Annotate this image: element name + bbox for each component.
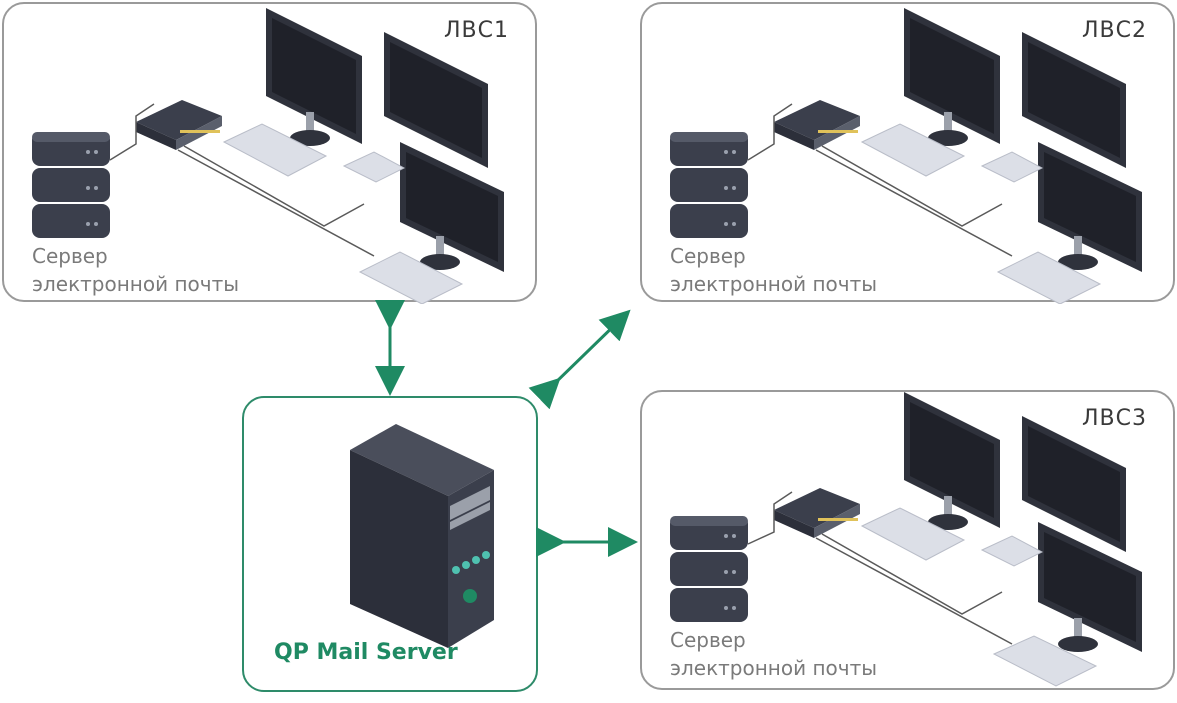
keyboard-icon <box>222 123 328 177</box>
double-arrow-icon <box>528 309 631 410</box>
qp-mail-server-label: QP Mail Server <box>274 640 458 665</box>
lan-3-caption: Сервер электронной почты <box>670 626 877 682</box>
monitor-icon <box>904 392 1000 530</box>
lan-2-caption-line2: электронной почты <box>670 272 878 296</box>
keyboard-icon <box>980 151 1044 183</box>
network-switch-icon <box>136 100 222 150</box>
lan-1-caption-line1: Сервер <box>32 244 108 268</box>
network-switch-icon <box>774 488 860 538</box>
lan-3-equipment <box>670 392 1142 687</box>
keyboard-icon <box>860 507 966 561</box>
server-rack-icon <box>32 132 110 238</box>
lan-2-caption-line1: Сервер <box>670 244 746 268</box>
monitor-icon <box>904 8 1000 146</box>
lan-1-caption: Сервер электронной почты <box>32 242 239 298</box>
server-rack-icon <box>670 516 748 622</box>
tower-server-icon <box>350 424 494 648</box>
lan-1-equipment <box>32 8 504 304</box>
monitor-icon <box>266 8 362 146</box>
monitor-icon <box>1022 32 1126 168</box>
qp-mail-server-box: QP Mail Server <box>242 396 538 692</box>
server-rack-icon <box>670 132 748 238</box>
keyboard-icon <box>996 251 1102 304</box>
monitor-icon <box>384 32 488 168</box>
lan-1-title: ЛВС1 <box>444 18 509 43</box>
monitor-icon <box>1022 416 1126 552</box>
monitor-icon <box>1038 142 1142 272</box>
lan-2-title: ЛВС2 <box>1082 18 1147 43</box>
monitor-icon <box>1038 522 1142 652</box>
lan-3-title: ЛВС3 <box>1082 406 1147 431</box>
network-switch-icon <box>774 100 860 150</box>
lan-3-caption-line2: электронной почты <box>670 656 878 680</box>
lan-2-caption: Сервер электронной почты <box>670 242 877 298</box>
monitor-icon <box>400 142 504 272</box>
keyboard-icon <box>980 535 1044 567</box>
keyboard-icon <box>860 123 966 177</box>
lan-box-3: ЛВС3 Сервер электронной почты <box>640 390 1175 690</box>
lan-box-2: ЛВС2 Сервер электронной почты <box>640 2 1175 304</box>
lan-box-1: ЛВС1 Сервер электронной почты <box>2 2 537 304</box>
lan-2-equipment <box>670 8 1142 304</box>
keyboard-icon <box>992 635 1098 687</box>
keyboard-icon <box>358 251 464 304</box>
lan-1-caption-line2: электронной почты <box>32 272 240 296</box>
keyboard-icon <box>342 151 406 183</box>
lan-3-caption-line1: Сервер <box>670 628 746 652</box>
